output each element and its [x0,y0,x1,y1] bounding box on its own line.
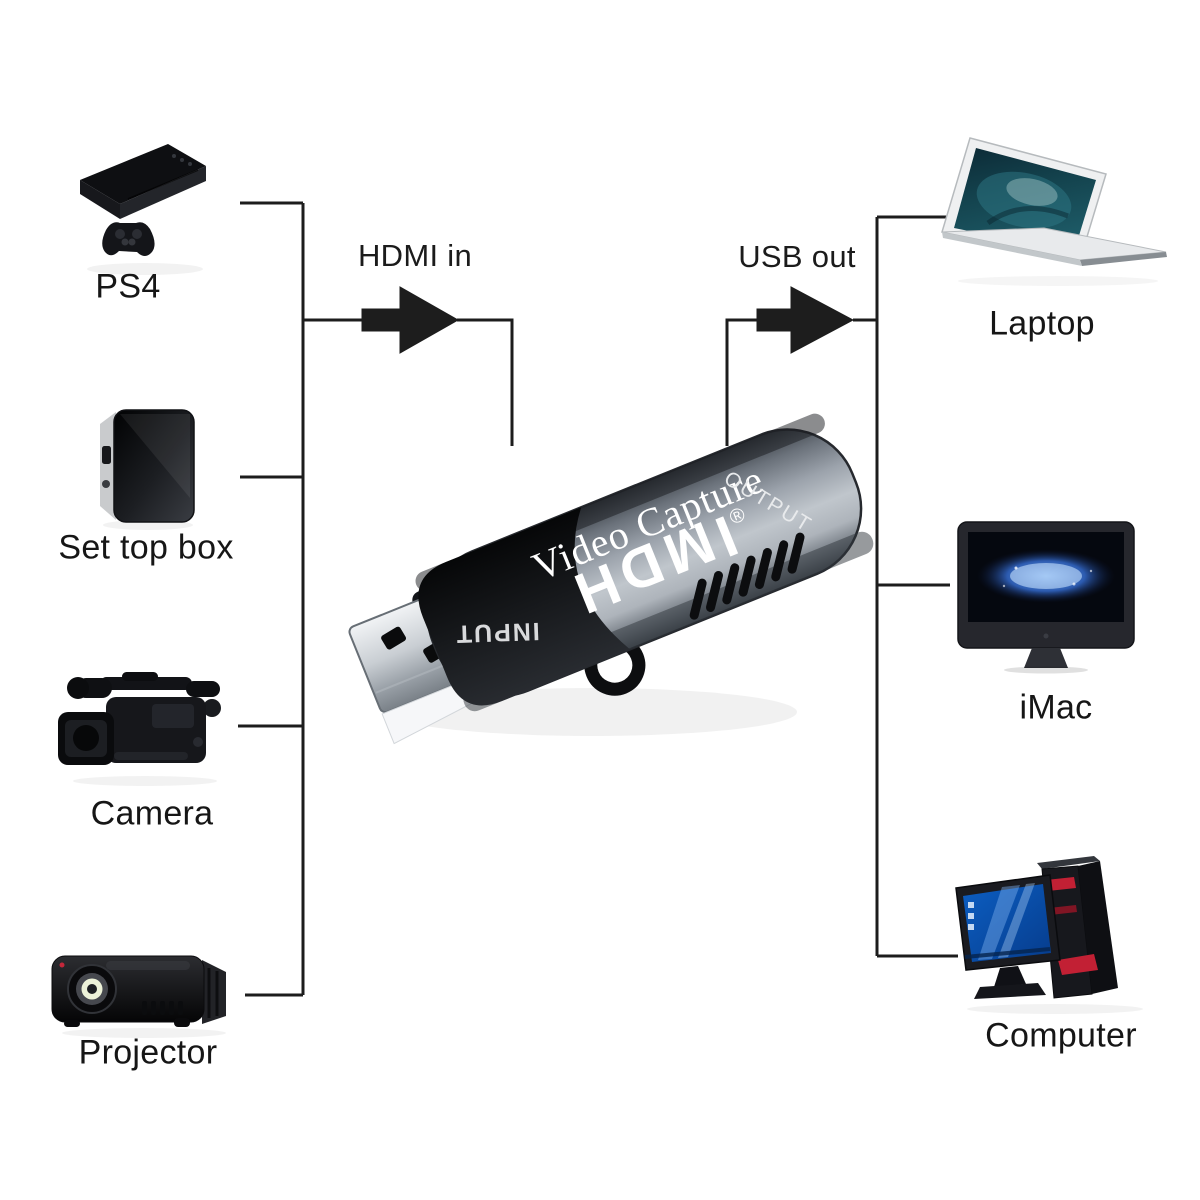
imac-label: iMac [1019,688,1093,727]
set-top-box-label: Set top box [58,528,234,567]
input-end-cap [418,507,631,706]
usb-out-arrow [756,286,855,354]
ps4-icon [80,144,206,275]
right-bracket-line [875,215,958,958]
left-bracket-line [238,201,305,997]
camera-label: Camera [90,794,214,833]
computer-tower [1037,856,1118,999]
usb-out-line [725,318,877,446]
ps4-controller [102,222,155,256]
capture-device: INPUT Video Capture H D M I ® OUTPUT [348,413,874,745]
computer-icon [955,856,1143,1014]
camera-icon [58,672,221,786]
computer-monitor [955,874,1061,999]
hdmi-logo-text: H D M I ® [566,503,748,627]
computer-label: Computer [985,1016,1137,1055]
input-port-label: INPUT [454,617,540,648]
hdmi-in-line [303,318,514,446]
ps4-console [80,144,206,219]
hdmi-in-arrow [361,286,460,354]
projector-icon [51,955,226,1038]
imac-icon [957,521,1135,674]
laptop-label: Laptop [989,304,1095,343]
vent-grille [689,532,805,620]
usb-out-label: USB out [738,239,856,274]
laptop-icon [941,137,1167,286]
hdmi-in-label: HDMI in [357,238,473,273]
set-top-box-icon [100,409,195,530]
projector-label: Projector [78,1033,218,1072]
ps4-label: PS4 [95,267,161,306]
